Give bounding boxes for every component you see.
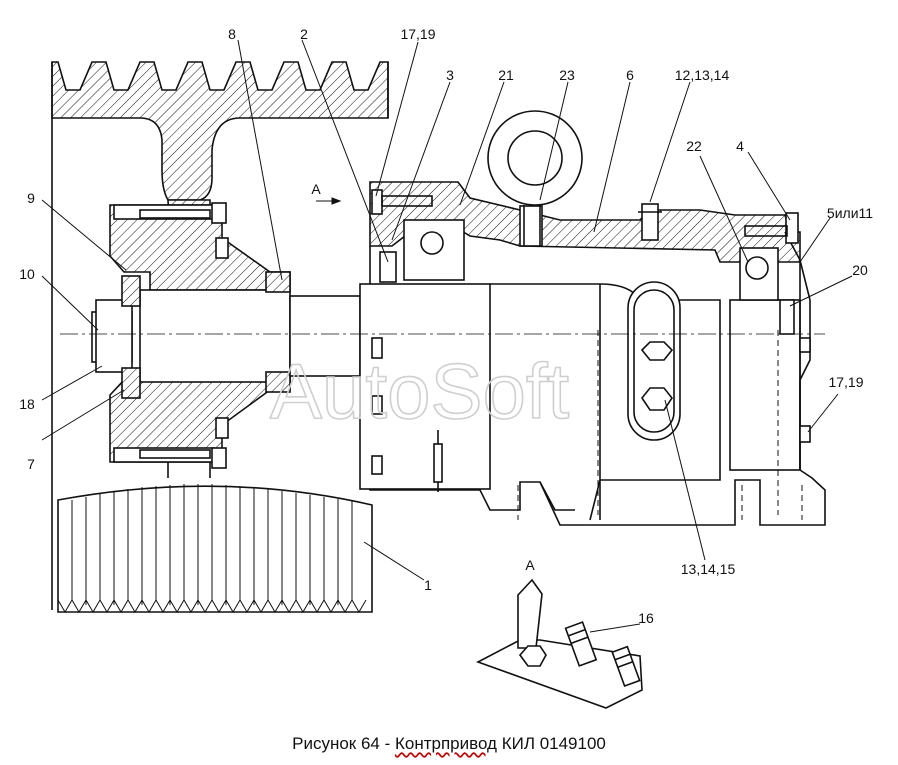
caption-underlined-word: Контрпривод (394, 734, 497, 753)
callout-17-19-right: 17,19 (828, 374, 863, 390)
caption-prefix: Рисунок 64 - (292, 734, 395, 753)
callout-3: 3 (446, 67, 454, 83)
callout-9: 9 (27, 190, 35, 206)
callout-labels: 8 2 17,19 3 21 23 6 12,13,14 22 4 5или11… (19, 26, 873, 626)
callout-18: 18 (19, 396, 35, 412)
callout-8: 8 (228, 26, 236, 42)
detail-view-label: А (525, 557, 535, 573)
callout-7: 7 (27, 456, 35, 472)
callout-2: 2 (300, 26, 308, 42)
lower-pulley (57, 484, 373, 613)
callout-4: 4 (736, 138, 744, 154)
callout-20: 20 (852, 262, 868, 278)
caption-suffix: КИЛ 0149100 (496, 734, 606, 753)
shaft (91, 271, 361, 399)
callout-23: 23 (559, 67, 575, 83)
callout-13-14-15: 13,14,15 (681, 561, 736, 577)
callout-22: 22 (686, 138, 702, 154)
callout-1: 1 (424, 577, 432, 593)
callout-6: 6 (626, 67, 634, 83)
figure-caption: Рисунок 64 - Контрпривод КИЛ 0149100 (0, 734, 898, 754)
callout-12-13-14: 12,13,14 (675, 67, 730, 83)
watermark-text: AutoSoft (270, 347, 570, 435)
view-arrow-label: А (311, 181, 321, 197)
callout-16: 16 (638, 610, 654, 626)
callout-5-or-11: 5или11 (827, 205, 873, 221)
callout-17-19-top: 17,19 (400, 26, 435, 42)
leader-lines (41, 39, 853, 633)
callout-10: 10 (19, 266, 35, 282)
gearbox-housing (359, 110, 826, 526)
detail-view-a (476, 578, 643, 709)
callout-21: 21 (498, 67, 514, 83)
